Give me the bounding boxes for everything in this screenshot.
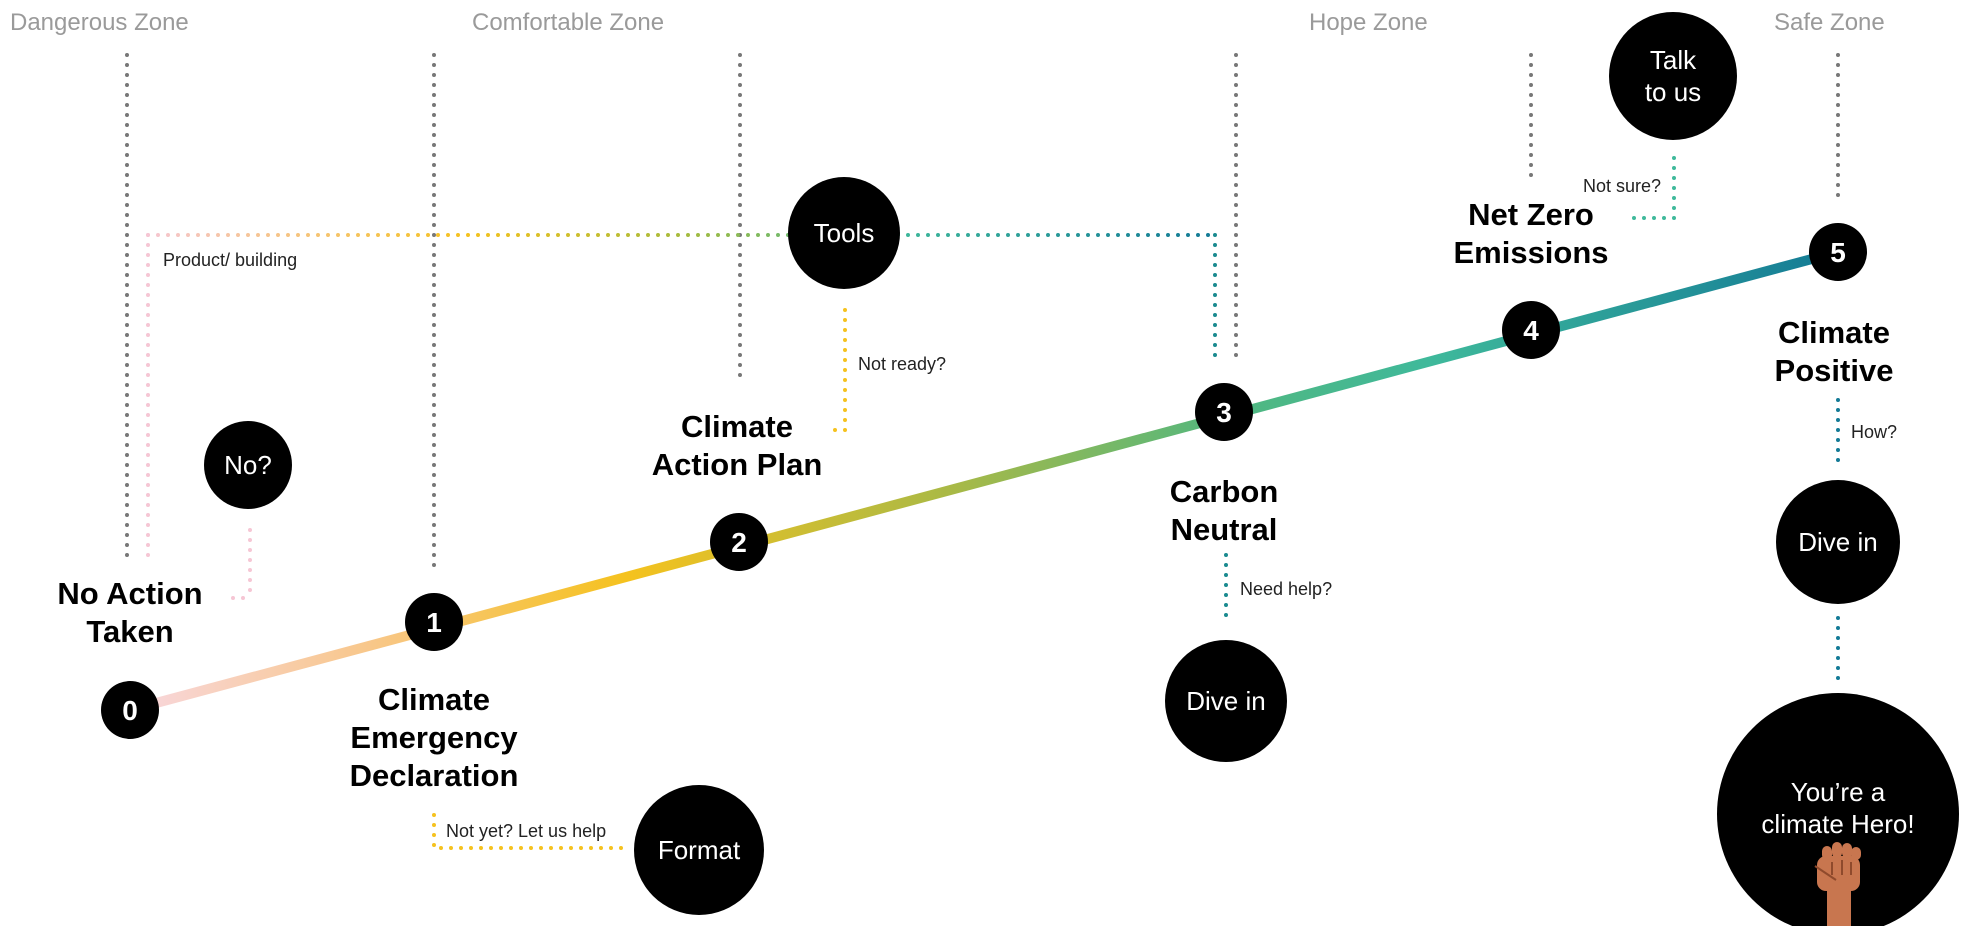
talk-to-us-button[interactable]: Talk to us (1609, 12, 1737, 140)
step-2-label: Climate Action Plan (652, 409, 823, 482)
zone-dangerous: Dangerous Zone (10, 9, 189, 36)
step-3-number: 3 (1216, 397, 1232, 428)
note-not-yet: Not yet? Let us help (446, 821, 606, 841)
dive-in-label: Dive in (1186, 686, 1265, 716)
dive-in-label: Dive in (1798, 527, 1877, 557)
note-need-help: Need help? (1240, 579, 1332, 599)
dive-in-button-climate-positive[interactable]: Dive in (1776, 480, 1900, 604)
tools-button-label: Tools (814, 218, 875, 248)
format-button[interactable]: Format (634, 785, 764, 915)
step-1-label-line3: Declaration (350, 758, 519, 793)
step-1-label: Climate Emergency Declaration (350, 682, 519, 793)
step-0-number: 0 (122, 695, 138, 726)
connectors (146, 156, 1840, 850)
step-3-label-line1: Carbon (1170, 474, 1279, 509)
step-2-label-line1: Climate (681, 409, 793, 444)
step-4-label: Net Zero Emissions (1453, 197, 1608, 270)
step-1-label-line2: Emergency (350, 720, 518, 755)
step-5-marker[interactable]: 5 (1809, 223, 1867, 281)
step-5-number: 5 (1830, 237, 1846, 268)
dive-in-button-carbon-neutral[interactable]: Dive in (1165, 640, 1287, 762)
not-ready-connector (825, 308, 847, 432)
zone-comfortable: Comfortable Zone (472, 9, 664, 36)
step-4-label-line2: Emissions (1453, 235, 1608, 270)
talk-to-us-label-line2: to us (1645, 77, 1701, 107)
step-3-label-line2: Neutral (1171, 512, 1278, 547)
hero-label-line1: You’re a (1791, 777, 1886, 807)
step-3-label: Carbon Neutral (1170, 474, 1279, 547)
step-2-number: 2 (731, 527, 747, 558)
note-not-ready: Not ready? (858, 354, 946, 374)
step-0-marker[interactable]: 0 (101, 681, 159, 739)
step-0-label-line2: Taken (86, 614, 173, 649)
step-5-label-line2: Positive (1775, 353, 1894, 388)
note-product-building: Product/ building (163, 250, 297, 270)
note-how: How? (1851, 422, 1897, 442)
not-sure-connector (1623, 156, 1676, 220)
talk-to-us-label-line1: Talk (1650, 45, 1697, 75)
step-1-marker[interactable]: 1 (405, 593, 463, 651)
hero-bubble: You’re a climate Hero! (1717, 693, 1959, 926)
tools-button[interactable]: Tools (788, 177, 900, 289)
step-5-label: Climate Positive (1775, 315, 1894, 388)
step-1-label-line1: Climate (378, 682, 490, 717)
progress-line (125, 247, 1843, 715)
no-bubble-label: No? (224, 450, 272, 480)
zone-hope: Hope Zone (1309, 9, 1428, 36)
step-0-label: No Action Taken (57, 576, 202, 649)
step-2-marker[interactable]: 2 (710, 513, 768, 571)
step-3-marker[interactable]: 3 (1195, 383, 1253, 441)
step-4-label-line1: Net Zero (1468, 197, 1594, 232)
step-0-label-line1: No Action (57, 576, 202, 611)
step-1-number: 1 (426, 607, 442, 638)
zone-safe: Safe Zone (1774, 9, 1885, 36)
format-button-label: Format (658, 835, 741, 865)
step-4-marker[interactable]: 4 (1502, 301, 1560, 359)
raised-fist-icon (1814, 842, 1861, 926)
step-5-label-line1: Climate (1778, 315, 1890, 350)
not-yet-connector (432, 813, 624, 850)
note-not-sure: Not sure? (1583, 176, 1661, 196)
zone-guide-lines (125, 53, 1840, 572)
step-4-number: 4 (1523, 315, 1539, 346)
step-2-label-line2: Action Plan (652, 447, 823, 482)
no-bubble[interactable]: No? (204, 421, 292, 509)
hero-label-line2: climate Hero! (1761, 809, 1914, 839)
